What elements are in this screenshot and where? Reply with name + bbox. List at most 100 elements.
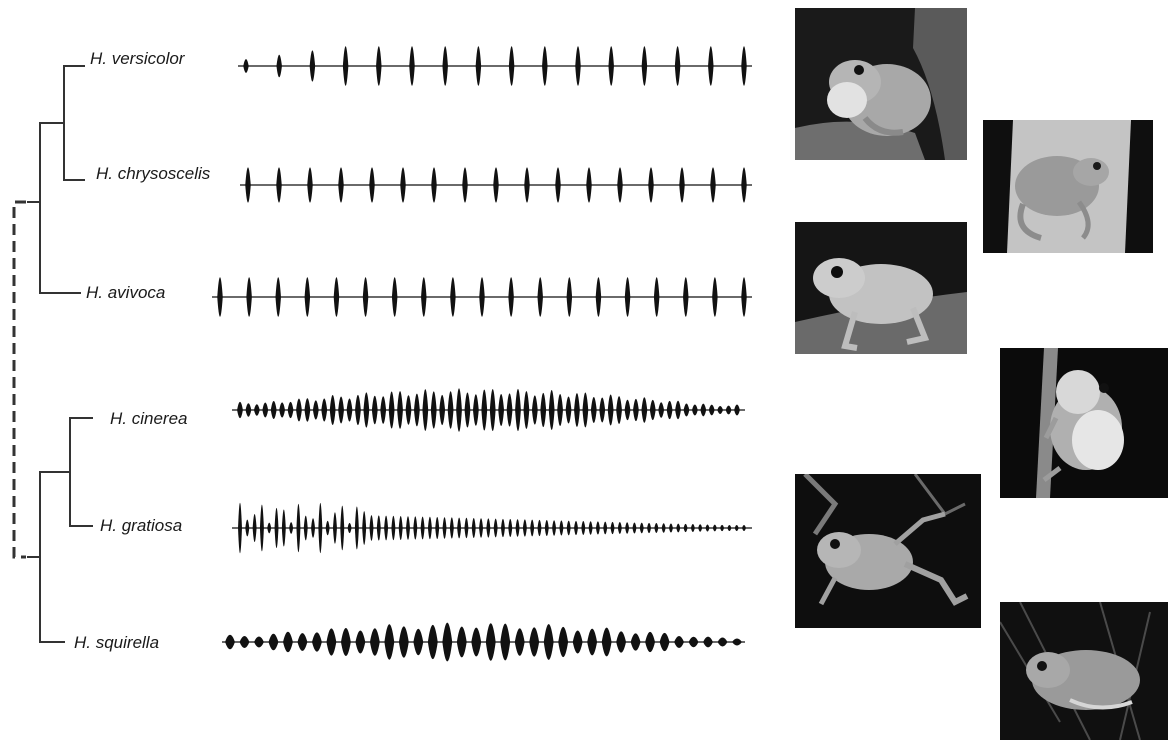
call-pulse xyxy=(347,398,353,421)
call-waveform xyxy=(240,167,752,202)
call-pulse xyxy=(717,406,723,414)
call-pulse xyxy=(296,504,300,553)
call-pulse xyxy=(279,402,285,417)
call-pulse xyxy=(508,277,513,317)
call-pulse xyxy=(254,404,260,415)
call-pulse xyxy=(591,397,597,423)
call-pulse xyxy=(599,398,605,423)
call-pulse xyxy=(330,395,336,425)
call-pulse xyxy=(698,524,702,531)
call-pulse xyxy=(414,394,420,427)
call-pulse xyxy=(675,401,681,419)
call-pulse xyxy=(654,523,658,533)
call-pulse xyxy=(246,277,252,317)
call-pulse xyxy=(271,401,277,419)
call-pulse xyxy=(421,277,427,317)
call-pulse xyxy=(741,277,747,317)
call-pulse xyxy=(462,167,468,202)
frog-photo xyxy=(795,474,981,628)
call-pulse xyxy=(516,519,520,537)
call-pulse xyxy=(384,624,394,659)
call-pulse xyxy=(486,518,490,537)
call-pulse xyxy=(409,46,415,86)
call-pulse xyxy=(456,388,462,432)
call-pulse xyxy=(544,624,554,660)
call-pulse xyxy=(632,522,636,533)
call-pulse xyxy=(340,506,344,551)
call-pulse xyxy=(318,503,322,553)
call-pulse xyxy=(566,397,572,424)
call-pulse xyxy=(338,397,344,424)
call-pulse xyxy=(616,631,626,652)
call-pulse xyxy=(476,46,482,86)
call-pulse xyxy=(289,522,293,534)
call-pulse xyxy=(399,516,403,540)
call-pulse xyxy=(692,404,698,415)
call-pulse xyxy=(377,515,381,540)
call-pulse xyxy=(406,395,412,424)
call-pulse xyxy=(421,517,425,540)
call-pulse xyxy=(705,524,709,531)
call-pulse xyxy=(732,639,742,646)
call-pulse xyxy=(596,521,600,534)
frog-photo xyxy=(983,120,1153,253)
call-pulse xyxy=(313,400,319,419)
call-pulse xyxy=(494,519,498,538)
call-pulse xyxy=(515,389,521,431)
call-waveform xyxy=(232,503,752,554)
call-pulse xyxy=(363,277,369,317)
call-pulse xyxy=(428,517,432,539)
call-pulse xyxy=(549,390,555,430)
call-pulse xyxy=(524,167,530,202)
call-pulse xyxy=(305,277,311,317)
call-pulse xyxy=(288,402,294,418)
call-pulse xyxy=(618,522,622,534)
call-pulse xyxy=(246,403,252,416)
call-pulse xyxy=(720,525,724,531)
call-pulse xyxy=(372,396,378,425)
call-pulse xyxy=(603,522,607,535)
call-pulse xyxy=(633,399,639,421)
call-pulse xyxy=(559,520,563,535)
call-pulse xyxy=(741,46,747,86)
call-pulse xyxy=(582,393,588,428)
call-pulse xyxy=(684,404,690,417)
call-pulse xyxy=(341,628,351,656)
call-pulse xyxy=(326,628,336,655)
call-pulse xyxy=(245,520,249,537)
call-pulse xyxy=(376,46,382,86)
call-pulse xyxy=(515,628,525,656)
call-pulse xyxy=(709,405,715,416)
call-pulse xyxy=(245,167,251,202)
call-pulse xyxy=(471,628,481,657)
call-pulse xyxy=(479,518,483,538)
call-pulse xyxy=(240,636,250,648)
call-pulse xyxy=(602,628,612,657)
call-pulse xyxy=(391,516,395,540)
call-pulse xyxy=(718,638,728,647)
call-pulse xyxy=(254,637,264,648)
call-pulse xyxy=(473,394,479,426)
frog-photo xyxy=(1000,348,1168,498)
call-waveform xyxy=(222,623,745,662)
call-pulse xyxy=(442,623,452,662)
call-pulse xyxy=(507,393,513,426)
call-pulse xyxy=(400,167,406,202)
call-pulse xyxy=(675,46,681,86)
call-pulse xyxy=(700,404,706,417)
call-pulse xyxy=(326,521,330,536)
call-pulse xyxy=(508,519,512,537)
call-pulse xyxy=(654,277,660,317)
call-waveform xyxy=(238,46,752,86)
call-pulse xyxy=(334,277,340,317)
call-pulse xyxy=(276,55,282,78)
call-pulse xyxy=(742,525,746,531)
call-pulse xyxy=(422,389,428,431)
call-pulse xyxy=(631,633,641,650)
call-pulse xyxy=(552,520,556,536)
call-pulse xyxy=(581,521,585,535)
call-pulse xyxy=(676,524,680,533)
call-pulse xyxy=(611,522,615,534)
